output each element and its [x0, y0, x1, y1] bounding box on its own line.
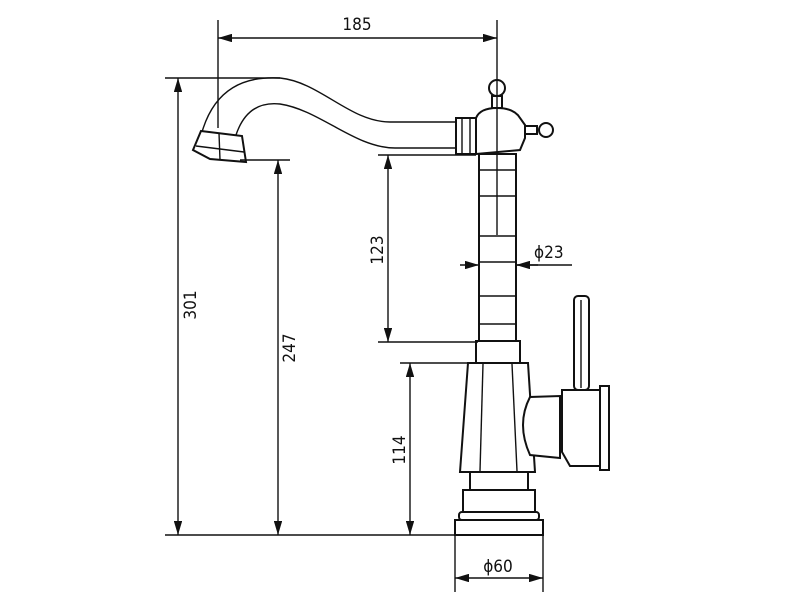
dim-label-diameter-23: ϕ23 [534, 243, 564, 263]
dim-label-247: 247 [280, 333, 300, 362]
dimension-diameter-23: ϕ23 [460, 243, 572, 270]
dimension-247: 247 [240, 159, 300, 535]
dim-label-114: 114 [390, 435, 410, 464]
faucet-spout [201, 77, 477, 155]
dimension-185: 185 [217, 15, 497, 128]
dim-label-185: 185 [342, 15, 371, 35]
dimension-301: 301 [165, 77, 455, 536]
dim-label-123: 123 [368, 235, 388, 264]
dim-label-diameter-60: ϕ60 [483, 557, 513, 577]
faucet-head [475, 79, 554, 156]
dimension-diameter-60: ϕ60 [454, 535, 544, 592]
dimension-123: 123 [368, 154, 478, 343]
dim-label-301: 301 [181, 290, 201, 319]
aerator [191, 129, 248, 164]
faucet-body [458, 295, 610, 473]
dimension-114: 114 [390, 362, 468, 535]
faucet-column [478, 20, 517, 343]
faucet-base [454, 471, 544, 536]
